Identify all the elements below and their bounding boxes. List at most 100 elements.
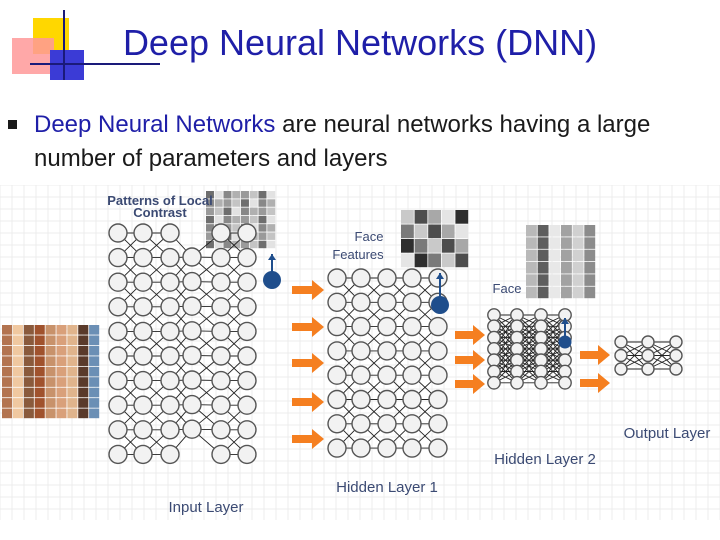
mosaic-tile xyxy=(12,325,23,335)
mosaic-tile xyxy=(78,325,89,335)
mosaic-tile xyxy=(34,408,45,419)
neuron-node xyxy=(669,362,683,376)
mosaic-tile xyxy=(78,345,89,356)
mosaic-tile xyxy=(12,408,23,419)
neuron-node xyxy=(237,272,257,292)
mosaic-tile xyxy=(23,325,34,335)
neuron-node xyxy=(327,414,347,434)
mosaic-tile xyxy=(584,262,596,274)
neuron-node xyxy=(327,365,347,385)
neuron-node xyxy=(641,348,655,363)
network-edge xyxy=(540,326,566,361)
mosaic-tile xyxy=(2,325,13,335)
network-edge xyxy=(516,314,542,350)
bullet-square-icon xyxy=(8,120,17,129)
mosaic-tile xyxy=(56,356,67,366)
mosaic-tile xyxy=(12,345,23,356)
mosaic-tile xyxy=(584,225,596,237)
mosaic-tile xyxy=(206,215,214,224)
mosaic-tile xyxy=(561,225,572,237)
mosaic-tile xyxy=(441,253,455,268)
mosaic-tile xyxy=(206,207,214,216)
neuron-node xyxy=(402,414,422,434)
mosaic-tile xyxy=(414,253,428,268)
mosaic-tile xyxy=(12,356,23,366)
mosaic-tile xyxy=(241,207,249,216)
neuron-node xyxy=(108,247,128,268)
label-patterns-line2: Contrast xyxy=(133,205,187,220)
neuron-node xyxy=(614,348,628,363)
mosaic-tile xyxy=(428,224,441,239)
mosaic-tile xyxy=(414,210,428,224)
flow-arrow-icon xyxy=(292,280,324,300)
mosaic-tile xyxy=(241,215,249,224)
mosaic-tile xyxy=(561,249,572,262)
mosaic-tile xyxy=(23,345,34,356)
mosaic-tile xyxy=(241,240,249,249)
mosaic-tile xyxy=(267,232,276,240)
mosaic-tile xyxy=(537,249,549,262)
flow-arrow-icon xyxy=(292,392,324,412)
mosaic-tile xyxy=(414,239,428,253)
neuron-node xyxy=(402,292,422,313)
mosaic-tile xyxy=(232,199,241,207)
mosaic-tile xyxy=(56,366,67,377)
neuron-node xyxy=(182,394,202,415)
mosaic-tile xyxy=(549,274,561,286)
mosaic-tile xyxy=(232,232,241,240)
mosaic-tile xyxy=(232,215,241,224)
mosaic-tile xyxy=(267,240,276,249)
mosaic-tile xyxy=(206,240,214,249)
mosaic-tile xyxy=(549,262,561,274)
neuron-node xyxy=(211,223,231,243)
mosaic-tile xyxy=(78,335,89,346)
neuron-node xyxy=(510,330,524,345)
mosaic-tile xyxy=(89,325,100,335)
decor-vertical-line xyxy=(63,10,65,80)
mosaic-tile xyxy=(89,366,100,377)
neuron-node xyxy=(160,395,180,415)
mosaic-tile xyxy=(549,249,561,262)
neuron-node xyxy=(402,341,422,361)
network-edge xyxy=(540,348,566,384)
mosaic-tile xyxy=(67,398,78,408)
mosaic-tile xyxy=(223,215,232,224)
neuron-node xyxy=(237,247,257,268)
mosaic-tile xyxy=(584,237,596,249)
mosaic-tile xyxy=(67,387,78,398)
mosaic-tile xyxy=(258,207,267,216)
label-patterns-line1: Patterns of Local xyxy=(107,193,212,208)
mosaic-tile xyxy=(67,408,78,419)
mosaic-tile xyxy=(56,387,67,398)
mosaic-tile xyxy=(401,224,414,239)
mosaic-tile xyxy=(249,207,258,216)
mosaic-tile xyxy=(455,239,469,253)
mosaic-tile xyxy=(56,325,67,335)
neuron-node xyxy=(182,271,202,292)
neuron-node xyxy=(351,365,371,385)
mosaic-tile xyxy=(441,239,455,253)
neuron-node xyxy=(160,346,180,366)
neuron-node xyxy=(160,370,180,391)
label-output-layer: Output Layer xyxy=(624,425,711,442)
neuron-node xyxy=(327,316,347,337)
neuron-node xyxy=(160,247,180,268)
mosaic-tile xyxy=(267,215,276,224)
neuron-node xyxy=(351,292,371,313)
mosaic-tile xyxy=(12,335,23,346)
neuron-node xyxy=(534,330,548,345)
mosaic-tile xyxy=(267,199,276,207)
mosaic-tile xyxy=(34,377,45,387)
neuron-node xyxy=(487,330,501,345)
neuron-node xyxy=(237,420,257,440)
neuron-node xyxy=(534,375,548,390)
label-face: Face xyxy=(493,281,522,296)
mosaic-tile xyxy=(45,387,56,398)
mosaic-tile xyxy=(34,398,45,408)
neuron-node xyxy=(402,389,422,410)
network-nodes xyxy=(108,223,683,465)
mosaic-tile xyxy=(428,253,441,268)
neuron-node xyxy=(351,414,371,434)
mosaic-tile xyxy=(23,408,34,419)
mosaic-tile xyxy=(526,237,537,249)
